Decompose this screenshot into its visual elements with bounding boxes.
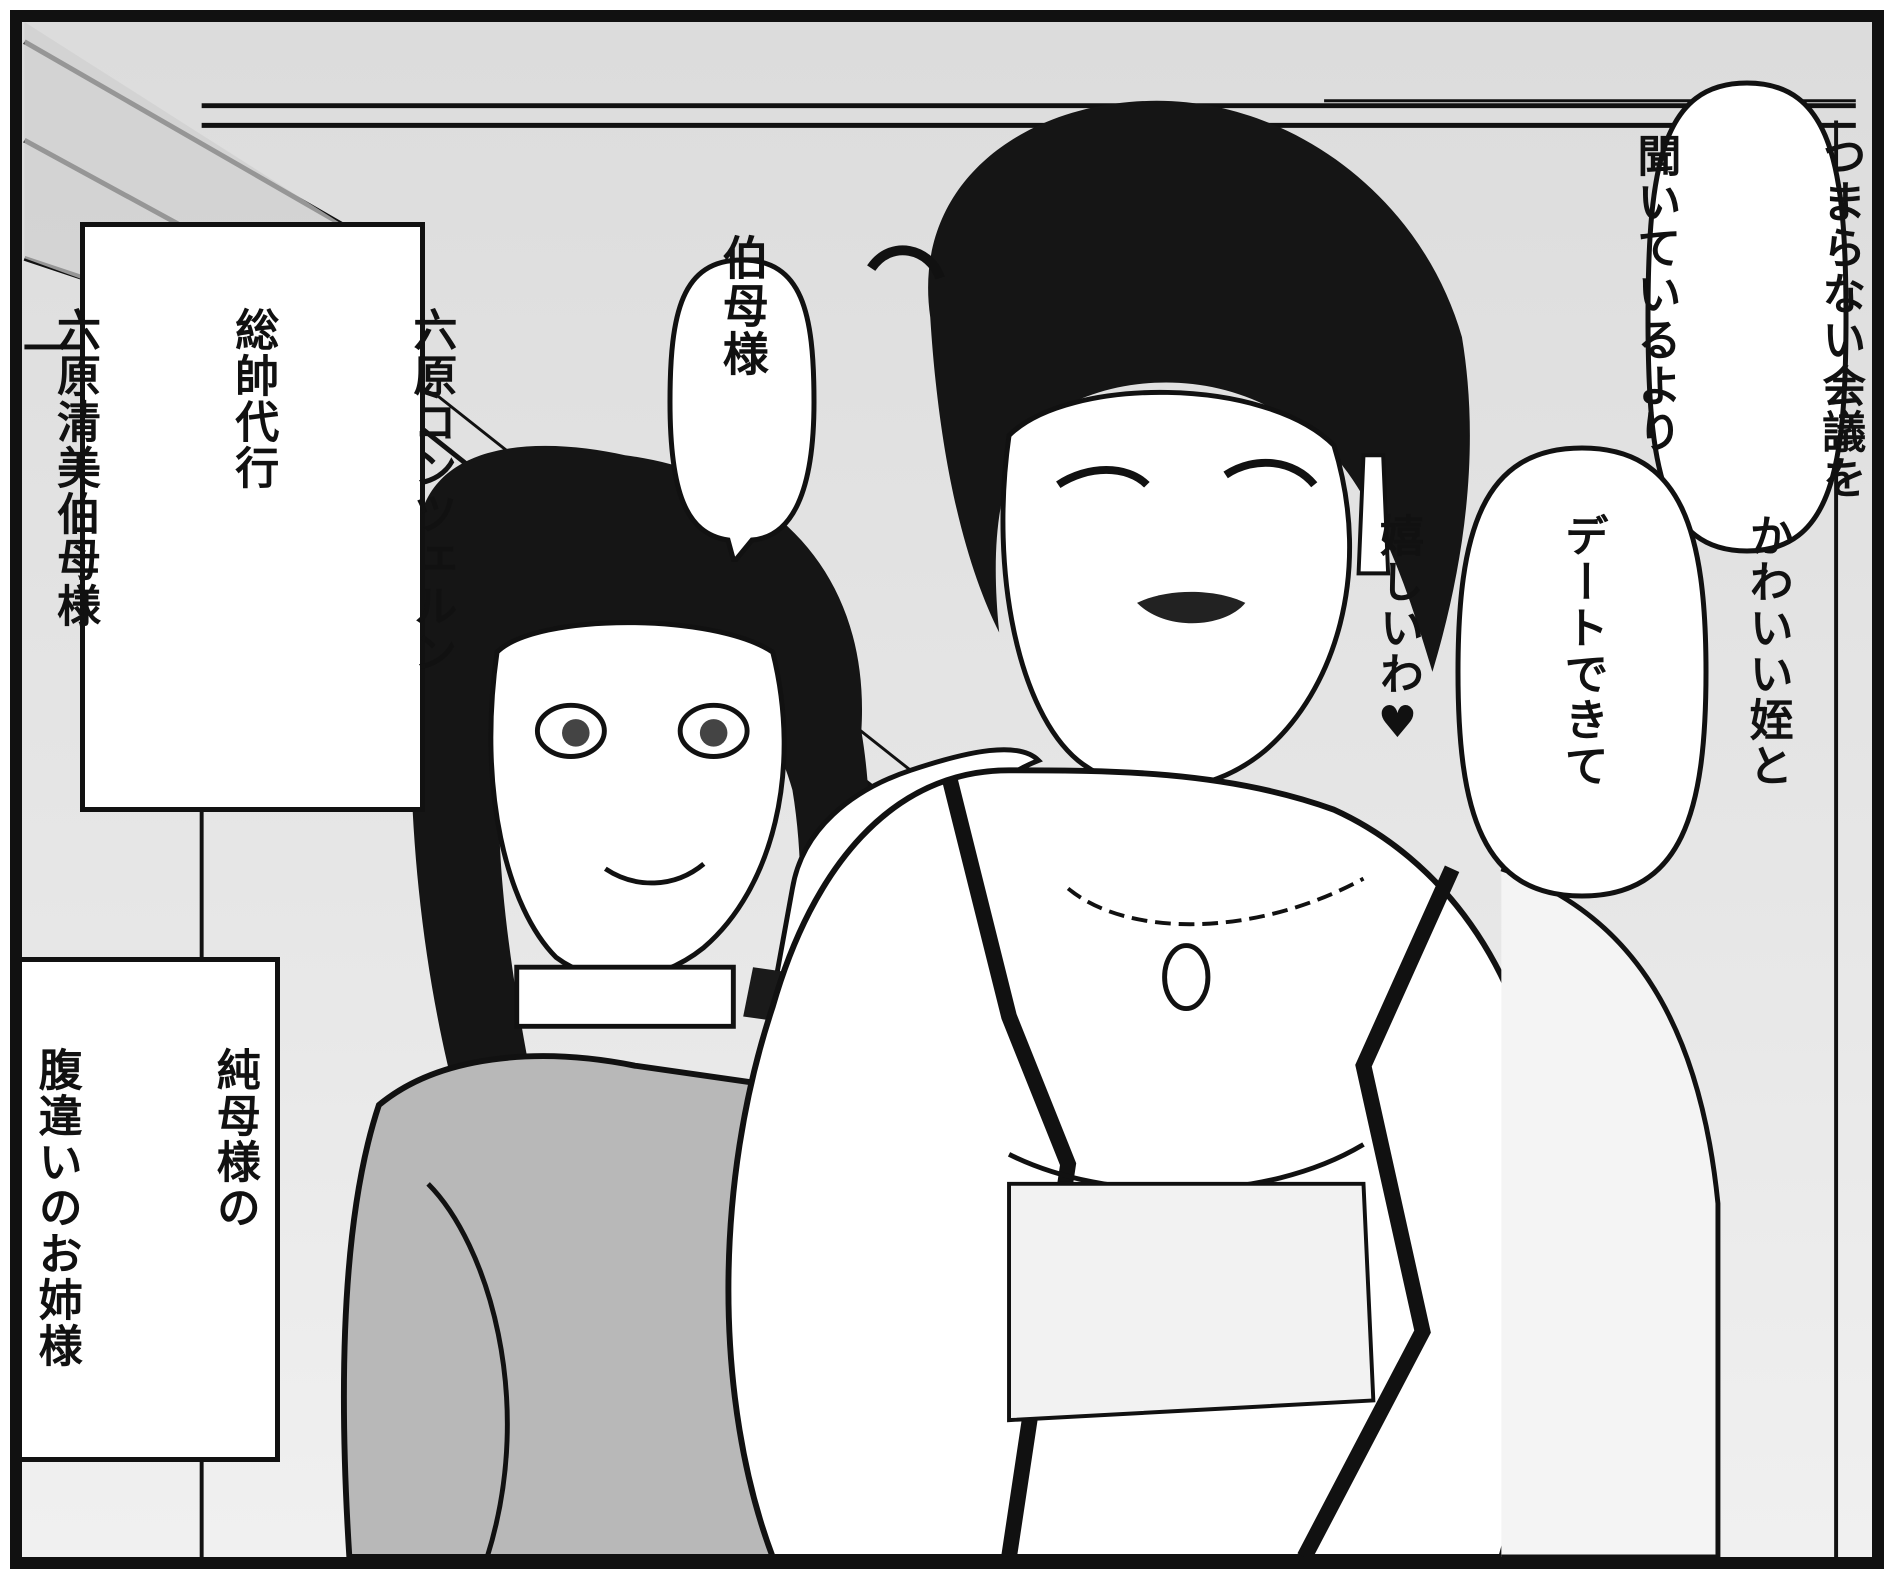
caption-relation-box: 純母様の 腹違いのお姉様 <box>22 957 280 1462</box>
speech-bubble-aunt-top-text: つまらない会議を 聞いているより <box>1501 133 1872 501</box>
aunt-lips <box>1137 591 1246 624</box>
aunt-face <box>1000 389 1353 792</box>
caption-relation-line: 純母様の <box>208 1047 260 1231</box>
caption-title-text: 六原コンツェルン 総帥代行 六原清美伯母様 <box>22 307 579 675</box>
speech-bubble-girl-line: 伯母様 <box>715 234 770 378</box>
speech-bubble-aunt-top-line: つまらない会議を <box>1814 133 1866 501</box>
speech-bubble-aunt-bottom-line: 嬉しいわ♥ <box>1372 513 1424 750</box>
speech-bubble-aunt-top-shape <box>1645 80 1849 554</box>
aunt-pendant <box>1162 943 1211 1012</box>
caption-title-line: 六原清美伯母様 <box>49 307 101 629</box>
aunt-body <box>725 767 1552 1557</box>
speech-bubble-girl-shape <box>667 257 817 562</box>
aunt-necklace <box>1066 876 1365 927</box>
aunt-eye-left <box>1056 466 1150 489</box>
manga-panel: 六原コンツェルン 総帥代行 六原清美伯母様 純母様の 腹違いのお姉様 伯母様 つ… <box>10 10 1884 1569</box>
girl-face <box>488 620 787 981</box>
caption-title-line: 総帥代行 <box>227 307 279 491</box>
speech-bubble-aunt-bottom: かわいい姪と デートできて 嬉しいわ♥ <box>1372 442 1793 902</box>
speech-bubble-girl: 伯母様 <box>662 234 822 562</box>
girl-body <box>340 1053 796 1557</box>
panel-artwork <box>23 22 1856 1557</box>
aunt-eye-right <box>1223 458 1318 488</box>
speech-bubble-aunt-bottom-line: かわいい姪と <box>1741 513 1793 789</box>
caption-title-box: 六原コンツェルン 総帥代行 六原清美伯母様 <box>49 222 456 812</box>
caption-relation-text: 純母様の 腹違いのお姉様 <box>22 1047 383 1369</box>
speech-bubble-aunt-bottom-line: デートできて <box>1556 513 1608 789</box>
speech-bubble-aunt-bottom-text: かわいい姪と デートできて 嬉しいわ♥ <box>1243 513 1872 831</box>
speech-bubble-girl-text: 伯母様 <box>598 234 886 570</box>
speech-bubble-aunt-top-line: 聞いているより <box>1629 133 1681 455</box>
aunt-earring <box>1356 453 1391 576</box>
girl-mouth <box>603 861 706 886</box>
caption-title-line: 六原コンツェルン <box>405 307 457 675</box>
speech-bubble-aunt-bottom-shape <box>1455 445 1709 899</box>
speech-bubble-aunt-top: つまらない会議を 聞いているより <box>1629 77 1865 557</box>
aunt-hair <box>928 100 1470 672</box>
caption-relation-line: 腹違いのお姉様 <box>30 1047 82 1369</box>
